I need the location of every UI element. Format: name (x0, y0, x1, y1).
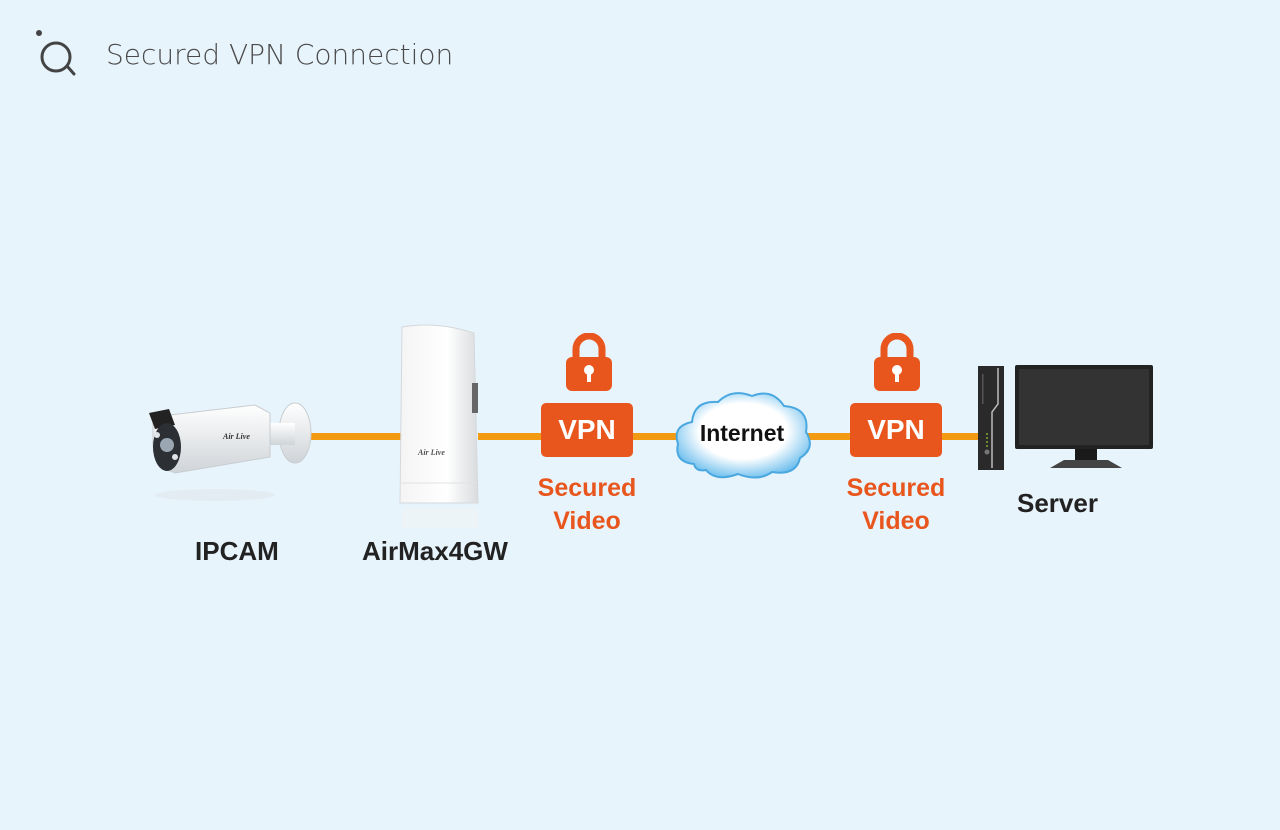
server-monitor-icon (978, 365, 1153, 470)
connector-vpn1-internet (630, 433, 690, 440)
bullet-camera-icon: Air Live (149, 402, 312, 501)
caption-line2: Video (553, 507, 621, 535)
padlock-icon (566, 332, 612, 398)
airmax-label: AirMax4GW (362, 536, 508, 566)
vpn-badge-2: VPN (850, 403, 942, 457)
connector-vpn2-server (940, 433, 982, 440)
svg-text:Air Live: Air Live (417, 448, 445, 457)
ipcam-node: Air Live (145, 395, 315, 510)
secured-video-caption-1: Secured Video (530, 472, 644, 538)
outdoor-router-icon: Air Live (399, 324, 479, 528)
connector-internet-vpn2 (800, 433, 860, 440)
page-title: Secured VPN Connection (106, 38, 454, 71)
logo-icon (34, 28, 86, 76)
server-label: Server (1017, 488, 1098, 518)
padlock-icon (874, 332, 920, 398)
caption-line1: Secured (846, 474, 946, 502)
internet-label: Internet (699, 420, 785, 446)
vpn-badge-1: VPN (541, 403, 633, 457)
airmax-node: Air Live (396, 323, 486, 538)
ipcam-label: IPCAM (195, 536, 279, 566)
connector-ipcam-airmax (300, 433, 410, 440)
caption-line1: Secured (537, 474, 637, 502)
caption-line2: Video (862, 507, 930, 535)
secured-video-caption-2: Secured Video (839, 472, 953, 538)
server-node (978, 364, 1158, 479)
internet-node: Internet (672, 386, 816, 487)
svg-text:Air Live: Air Live (222, 432, 250, 441)
connector-airmax-vpn1 (478, 433, 548, 440)
cloud-icon (675, 392, 811, 479)
